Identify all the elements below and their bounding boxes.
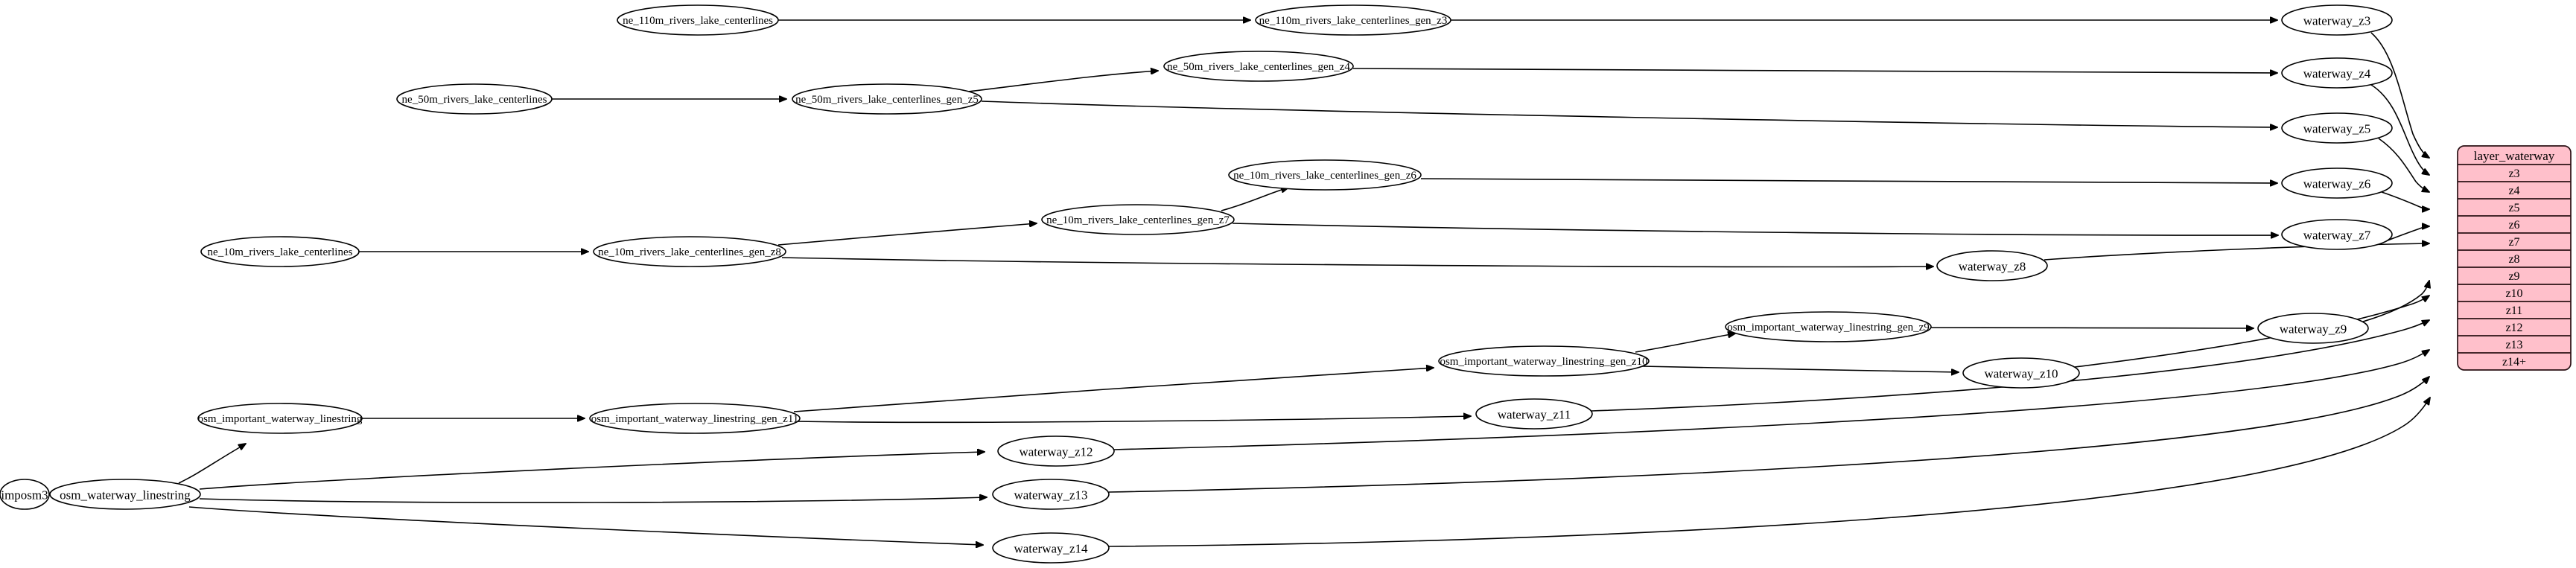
edge-ne50m_gen_z5-to-waterway_z5 — [981, 100, 2277, 127]
node-waterway_z5[interactable]: waterway_z5 — [2281, 112, 2393, 144]
node-ne50m_gen_z4[interactable]: ne_50m_rivers_lake_centerlines_gen_z4 — [1163, 51, 1354, 82]
edge-osm_waterway-to-waterway_z12 — [199, 452, 985, 490]
node-ellipse — [0, 479, 50, 510]
edge-waterway_z8-to-table_z8 — [2044, 243, 2429, 261]
edge-waterway_z5-to-table_z5 — [2378, 138, 2429, 192]
edges-layer — [49, 20, 2430, 546]
edge-osm_imp_gen_z10-to-waterway_z10 — [1641, 366, 1959, 372]
node-ellipse — [2281, 219, 2393, 250]
edge-waterway_z12-to-table_z12 — [1113, 350, 2429, 450]
node-waterway_z9[interactable]: waterway_z9 — [2257, 313, 2369, 344]
node-waterway_z8[interactable]: waterway_z8 — [1936, 250, 2048, 281]
node-ellipse — [1255, 4, 1451, 36]
node-ellipse — [2281, 4, 2393, 36]
node-ne110m_gen_z3[interactable]: ne_110m_rivers_lake_centerlines_gen_z3 — [1255, 4, 1451, 36]
node-ellipse — [589, 403, 801, 434]
edge-waterway_z14-to-table_z14 — [1108, 398, 2430, 547]
node-waterway_z3[interactable]: waterway_z3 — [2281, 4, 2393, 36]
node-imposm3[interactable]: imposm3 — [0, 479, 50, 510]
node-ellipse — [992, 532, 1110, 564]
node-ellipse — [992, 479, 1110, 510]
edge-waterway_z13-to-table_z13 — [1108, 377, 2429, 493]
node-waterway_z4[interactable]: waterway_z4 — [2281, 57, 2393, 89]
edge-osm_imp_gen_z10-to-osm_imp_gen_z9 — [1635, 334, 1735, 353]
node-waterway_z7[interactable]: waterway_z7 — [2281, 219, 2393, 250]
node-waterway_z12[interactable]: waterway_z12 — [997, 435, 1115, 467]
node-ellipse — [2281, 57, 2393, 89]
node-ellipse — [1041, 204, 1235, 235]
edge-waterway_z10-to-table_z10 — [2074, 296, 2429, 368]
node-ellipse — [1962, 357, 2080, 389]
node-ellipse — [1725, 311, 1932, 342]
node-ellipse — [1163, 51, 1354, 82]
edge-ne10m_gen_z6-to-waterway_z6 — [1420, 178, 2277, 183]
node-waterway_z14[interactable]: waterway_z14 — [992, 532, 1110, 564]
node-osm_waterway[interactable]: osm_waterway_linestring — [49, 479, 201, 510]
node-ne50m[interactable]: ne_50m_rivers_lake_centerlines — [396, 83, 553, 115]
node-ne10m[interactable]: ne_10m_rivers_lake_centerlines — [200, 236, 360, 267]
node-ellipse — [593, 236, 786, 267]
node-osm_imp_gen_z9[interactable]: osm_important_waterway_linestring_gen_z9 — [1725, 311, 1932, 342]
node-ellipse — [1936, 250, 2048, 281]
edge-ne50m_gen_z4-to-waterway_z4 — [1352, 68, 2277, 73]
edge-ne10m_gen_z7-to-ne10m_gen_z6 — [1221, 188, 1288, 211]
node-ellipse — [2257, 313, 2369, 344]
edge-ne10m_gen_z8-to-ne10m_gen_z7 — [777, 223, 1037, 246]
edge-osm_waterway-to-waterway_z14 — [188, 506, 983, 545]
node-waterway_z11[interactable]: waterway_z11 — [1475, 398, 1593, 430]
edge-waterway_z11-to-table_z11 — [1591, 320, 2429, 412]
node-osm_imp_gen_z10[interactable]: osm_important_waterway_linestring_gen_z1… — [1438, 345, 1650, 377]
edge-waterway_z7-to-table_z7 — [2379, 226, 2429, 244]
edge-waterway_z3-to-table_z3 — [2370, 32, 2429, 158]
node-ellipse — [200, 236, 360, 267]
node-ellipse — [2281, 167, 2393, 199]
edge-ne10m_gen_z7-to-waterway_z7 — [1232, 223, 2278, 235]
node-waterway_z13[interactable]: waterway_z13 — [992, 479, 1110, 510]
edge-osm_waterway-to-osm_imp_waterway — [178, 444, 246, 484]
node-ne10m_gen_z7[interactable]: ne_10m_rivers_lake_centerlines_gen_z7 — [1041, 204, 1235, 235]
edge-waterway_z9-to-table_z9 — [2362, 281, 2429, 322]
node-ne10m_gen_z6[interactable]: ne_10m_rivers_lake_centerlines_gen_z6 — [1228, 159, 1422, 191]
node-ne50m_gen_z5[interactable]: ne_50m_rivers_lake_centerlines_gen_z5 — [792, 83, 982, 115]
node-ellipse — [1438, 345, 1650, 377]
node-ne110m[interactable]: ne_110m_rivers_lake_centerlines — [617, 4, 779, 36]
node-waterway_z10[interactable]: waterway_z10 — [1962, 357, 2080, 389]
node-osm_imp_waterway[interactable]: osm_important_waterway_linestring — [197, 403, 363, 434]
edge-osm_waterway-to-waterway_z13 — [199, 497, 987, 503]
node-ellipse — [197, 403, 363, 434]
node-ellipse — [997, 435, 1115, 467]
node-ellipse — [49, 479, 201, 510]
edge-osm_imp_gen_z11-to-osm_imp_gen_z10 — [793, 368, 1434, 412]
node-ellipse — [1475, 398, 1593, 430]
node-ellipse — [2281, 112, 2393, 144]
edge-ne50m_gen_z5-to-ne50m_gen_z4 — [967, 71, 1158, 92]
node-ellipse — [792, 83, 982, 115]
node-ne10m_gen_z8[interactable]: ne_10m_rivers_lake_centerlines_gen_z8 — [593, 236, 786, 267]
node-ellipse — [396, 83, 553, 115]
layer-waterway-table: layer_waterwayz3z4z5z6z7z8z9z10z11z12z13… — [2457, 145, 2572, 371]
table-outline — [2457, 145, 2572, 371]
node-ellipse — [1228, 159, 1422, 191]
edge-waterway_z6-to-table_z6 — [2381, 191, 2429, 209]
edge-waterway_z4-to-table_z4 — [2370, 84, 2429, 175]
node-waterway_z6[interactable]: waterway_z6 — [2281, 167, 2393, 199]
edge-ne10m_gen_z8-to-waterway_z8 — [781, 257, 1933, 267]
node-ellipse — [617, 4, 779, 36]
node-osm_imp_gen_z11[interactable]: osm_important_waterway_linestring_gen_z1… — [589, 403, 801, 434]
edge-osm_imp_gen_z11-to-waterway_z11 — [794, 416, 1471, 424]
